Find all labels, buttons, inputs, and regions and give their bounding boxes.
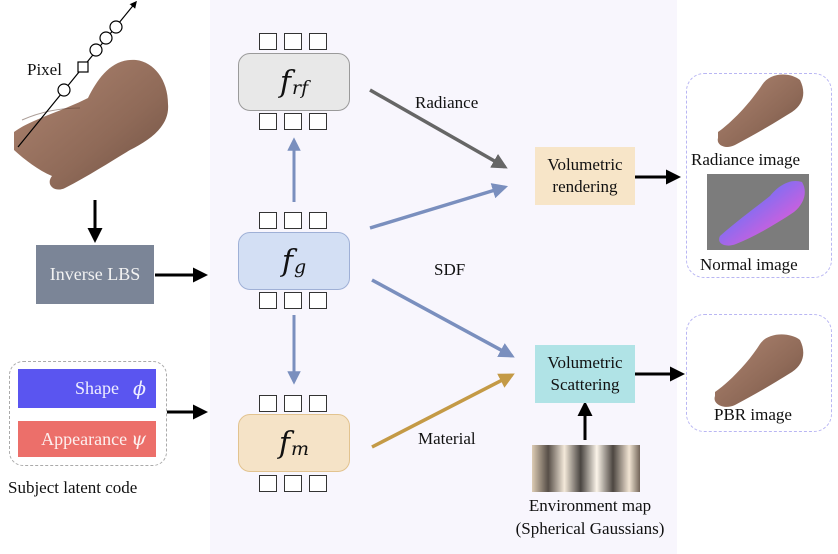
net-rf-output-tab [309,113,327,130]
inverse-lbs-label: Inverse LBS [49,264,141,284]
vol-scatter-line1: Volumetric [547,353,623,372]
pbr-output-image [714,334,804,407]
net-m-output-tab [284,475,302,492]
net-m-output-tab [259,475,277,492]
pixel-label: Pixel [27,60,62,79]
appearance-label: Appearance [41,428,128,449]
volumetric-scattering-block: Volumetric Scattering [535,345,635,403]
shape-label: Shape [75,378,120,398]
subject-latent-code-caption: Subject latent code [8,478,138,497]
arrow-radiance [369,88,508,169]
radiance-normal-output-group [686,73,832,278]
pbr-output-group [686,314,832,432]
net-m-subscript: m [291,438,310,460]
radiance-output-image [717,74,804,148]
arrow-material [371,373,515,449]
net-m-input-tab [309,395,327,412]
vol-render-line1: Volumetric [547,155,623,174]
net-g-output-tab [309,292,327,309]
net-rf-output-tab [259,113,277,130]
sdf-edge-label: SDF [434,260,466,279]
net-g-input-tab [259,212,277,229]
environment-map-image [532,445,640,492]
net-g-output-tab [259,292,277,309]
normal-output-image [707,174,809,250]
pixel-ray [17,0,137,148]
radiance-edge-label: Radiance [415,93,479,112]
net-m-base: f [278,425,291,461]
arrow-sdf [371,278,515,358]
net-rf-input-tab [284,33,302,50]
net-g-input-tab [309,212,327,229]
material-edge-label: Material [418,429,476,448]
pbr-image-label: PBR image [714,405,792,424]
environment-map-caption: Environment map (Spherical Gaussians) [500,494,680,540]
radiance-image-label: Radiance image [691,150,801,169]
psi-symbol: ψ [131,428,146,450]
net-rf-base: f [279,64,291,100]
volumetric-rendering-block: Volumetric rendering [535,147,635,205]
appearance-code-bar: Appearance ψ [18,421,156,457]
inverse-lbs-block: Inverse LBS [36,245,154,304]
net-g-output-tab [284,292,302,309]
input-hand-image [14,59,169,190]
net-rf-subscript: rf [291,77,309,99]
shape-code-bar: Shape ϕ [18,369,156,408]
vol-render-line2: rendering [552,177,618,196]
arrow-fg-to-render [369,183,509,230]
net-rf-input-tab [259,33,277,50]
subject-latent-code-group [9,361,167,466]
net-m-output-tab [309,475,327,492]
env-map-line2: (Spherical Gaussians) [515,519,665,538]
normal-image-label: Normal image [700,255,798,274]
net-m-input-tab [284,395,302,412]
net-rf-output-tab [284,113,302,130]
net-rf-input-tab [309,33,327,50]
net-g-base: f [281,243,293,279]
vol-scatter-line2: Scattering [550,375,620,394]
env-map-line1: Environment map [528,496,652,515]
net-m-input-tab [259,395,277,412]
net-g-subscript: g [293,256,307,278]
phi-symbol: ϕ [133,377,146,400]
net-g-input-tab [284,212,302,229]
